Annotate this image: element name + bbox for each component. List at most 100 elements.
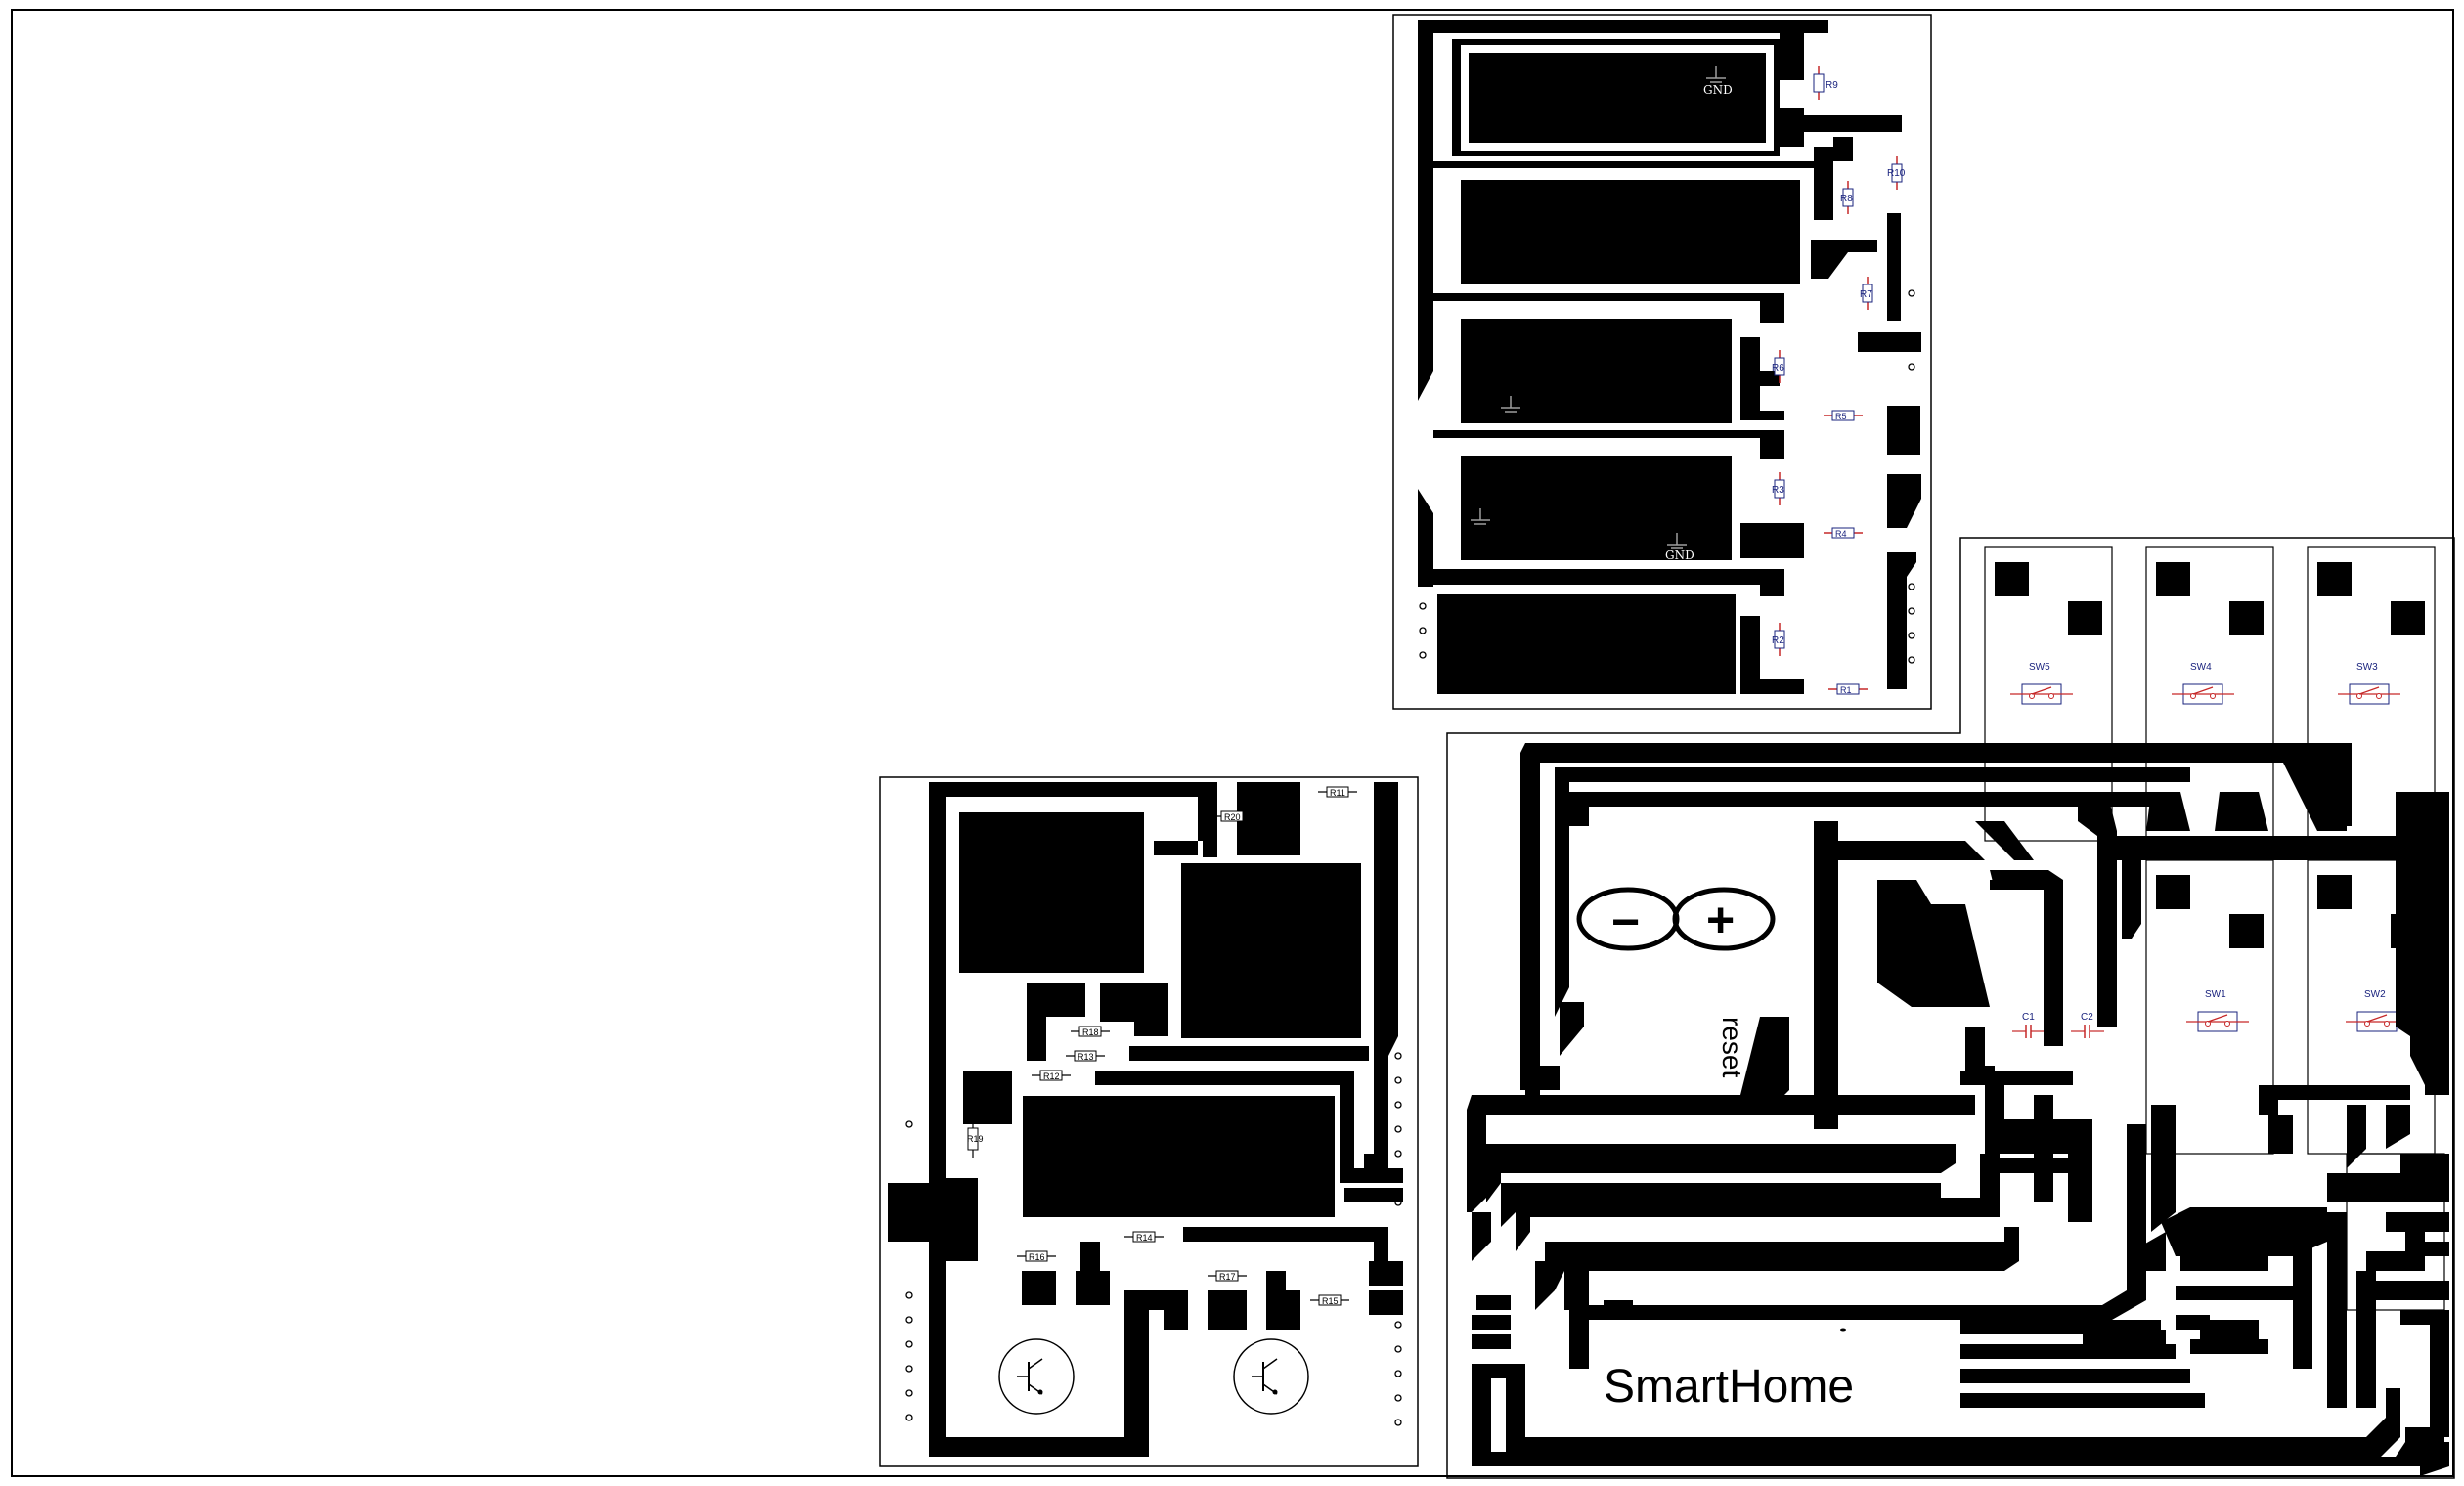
gnd-label-2: GND [1665, 548, 1694, 562]
resistor-r12[interactable]: R12 [1032, 1070, 1071, 1081]
board-outline-left [879, 776, 1419, 1467]
resistor-label: R1 [1840, 685, 1852, 695]
copper-bus-1 [1433, 161, 1814, 168]
copper-block-11 [1183, 1227, 1388, 1261]
copper-pad-r6b [1887, 406, 1920, 455]
switch-sw4[interactable]: SW4 [2172, 662, 2234, 705]
resistor-r2[interactable]: R2 [1772, 623, 1785, 656]
plus-sign: + [1706, 893, 1735, 947]
copper-traces-right [1467, 743, 2449, 1476]
copper-trace-h3 [1344, 1188, 1403, 1202]
copper-pad-r3b [1740, 523, 1804, 558]
switch-label: SW1 [2205, 989, 2226, 1000]
resistor-label: R16 [1029, 1252, 1045, 1262]
copper-trace-r3 [1887, 474, 1921, 528]
resistor-r4[interactable]: R4 [1824, 527, 1863, 539]
switch-label: SW4 [2190, 662, 2212, 673]
test-points-left [905, 1052, 1402, 1426]
copper-block-8 [1129, 1290, 1188, 1330]
copper-block-9 [1208, 1290, 1247, 1330]
resistor-r3[interactable]: R3 [1772, 472, 1785, 505]
via-dot [1840, 1328, 1846, 1332]
resistor-r10[interactable]: R10 [1887, 156, 1906, 190]
gnd-symbol-4 [1667, 533, 1687, 549]
test-points-top [1419, 289, 1915, 664]
minus-sign: − [1611, 895, 1640, 949]
copper-trace-r4 [1887, 552, 1916, 689]
copper-trace-r8 [1814, 137, 1853, 220]
main-board-right: SW5 SW4 SW3 SW1 SW2 [1446, 537, 2455, 1479]
resistor-r16[interactable]: R16 [1017, 1250, 1056, 1262]
resistor-r18[interactable]: R18 [1071, 1026, 1110, 1037]
relay-pad-1 [1452, 39, 1780, 156]
resistor-r15[interactable]: R15 [1310, 1294, 1349, 1306]
polarity-marker: − + [1576, 887, 1776, 951]
resistor-label: R3 [1772, 485, 1784, 496]
transistor-q2[interactable] [1233, 1338, 1309, 1415]
copper-trace-r9 [1780, 27, 1804, 80]
resistor-r8[interactable]: R8 [1840, 181, 1854, 214]
capacitor-label: C2 [2081, 1012, 2093, 1023]
copper-pad-r7b [1887, 213, 1901, 321]
gnd-label-1: GND [1703, 83, 1733, 97]
resistor-label: R14 [1136, 1233, 1153, 1243]
page-frame [11, 9, 2454, 1477]
copper-trace-r2 [1740, 616, 1804, 694]
copper-block-5 [963, 1071, 1012, 1124]
resistor-label: R11 [1330, 788, 1345, 798]
resistor-r17[interactable]: R17 [1208, 1270, 1247, 1282]
copper-bus-4 [1418, 569, 1784, 596]
resistor-label: R2 [1772, 635, 1784, 646]
resistor-r14[interactable]: R14 [1124, 1231, 1164, 1243]
switch-area-sw5 [1984, 546, 2113, 842]
resistor-r1[interactable]: R1 [1828, 683, 1868, 695]
copper-block-12 [1369, 1261, 1403, 1286]
resistor-label: R7 [1860, 289, 1872, 300]
transistor-q1[interactable] [998, 1338, 1075, 1415]
board-title: SmartHome [1604, 1361, 1854, 1413]
switch-sw1[interactable]: SW1 [2186, 989, 2249, 1032]
copper-block-2 [1027, 983, 1085, 1061]
resistor-r5[interactable]: R5 [1824, 410, 1863, 421]
resistor-label: R15 [1322, 1296, 1339, 1306]
copper-trace-r6 [1740, 337, 1780, 386]
resistor-r19[interactable]: R19 [967, 1119, 984, 1158]
resistor-r13[interactable]: R13 [1066, 1050, 1105, 1062]
copper-trace-r7 [1811, 240, 1877, 279]
capacitor-c1[interactable]: C1 [2012, 1012, 2046, 1038]
resistor-label: R5 [1835, 412, 1847, 421]
gnd-symbol-1 [1706, 66, 1726, 83]
copper-trace-h2 [1095, 1071, 1403, 1183]
large-pad-1 [953, 807, 1150, 979]
copper-bus-2 [1433, 293, 1784, 323]
relay-board-left: R11 R20 R18 R13 R12 R19 [879, 776, 1419, 1467]
copper-trace-r10 [1780, 108, 1902, 147]
resistor-label: R18 [1082, 1027, 1099, 1037]
capacitor-c2[interactable]: C2 [2071, 1012, 2104, 1038]
resistor-r11[interactable]: R11 [1318, 786, 1357, 798]
copper-pad-r7c [1858, 332, 1921, 352]
switch-label: SW2 [2364, 989, 2386, 1000]
large-pad-3 [1017, 1090, 1341, 1223]
copper-trace-right-rail [1364, 782, 1398, 1168]
resistor-label: R4 [1835, 529, 1847, 539]
resistor-r20[interactable]: R20 [1212, 810, 1252, 822]
relay-pad-2 [1453, 172, 1808, 292]
resistor-label: R19 [967, 1134, 984, 1144]
copper-block-10 [1266, 1271, 1300, 1330]
copper-block-3 [1100, 983, 1168, 1036]
copper-block-1 [1154, 797, 1217, 855]
resistor-label: R13 [1078, 1052, 1094, 1062]
board-outline-top [1392, 14, 1932, 710]
resistor-r9[interactable]: R9 [1813, 66, 1838, 100]
resistor-label: R8 [1840, 194, 1853, 204]
switch-sw5[interactable]: SW5 [2010, 662, 2073, 705]
resistor-r6[interactable]: R6 [1772, 350, 1785, 383]
resistor-label: R20 [1224, 812, 1241, 822]
relay-pad-3 [1453, 311, 1739, 431]
resistor-r7[interactable]: R7 [1860, 277, 1873, 310]
resistor-label: R9 [1826, 80, 1838, 91]
switch-sw3[interactable]: SW3 [2338, 662, 2400, 705]
relay-board-top: GND GND R9 R10 R8 R7 [1392, 14, 1932, 710]
